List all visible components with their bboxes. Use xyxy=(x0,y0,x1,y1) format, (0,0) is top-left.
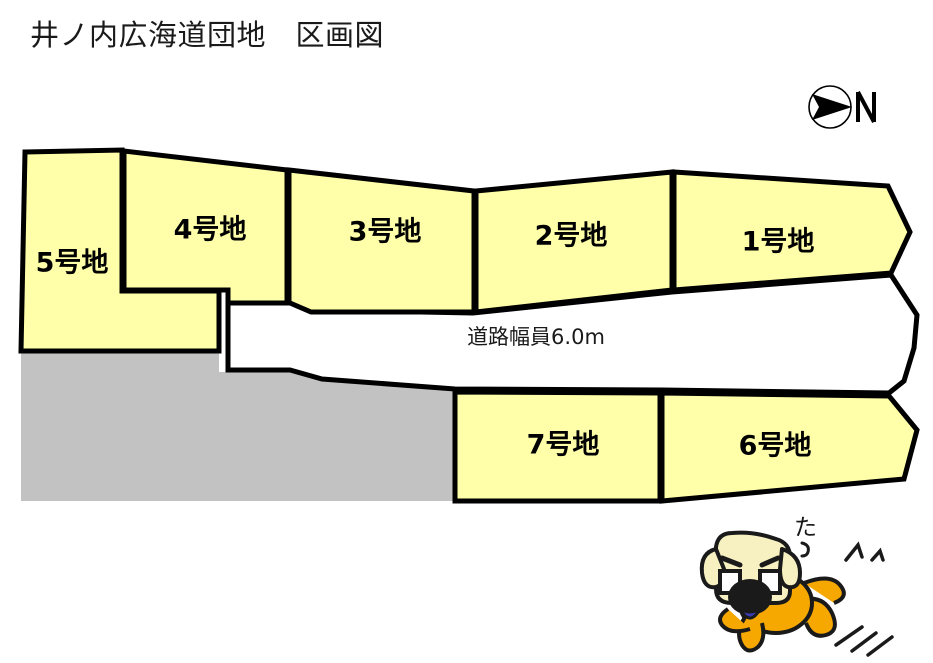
mascot-body-group xyxy=(699,530,846,653)
lot-label-7: 7号地 xyxy=(527,430,600,461)
mascot-sound-tail xyxy=(800,541,810,558)
road-width-label: 道路幅員6.0m xyxy=(467,325,605,349)
mascot-snout xyxy=(728,579,772,615)
lot-label-3: 3号地 xyxy=(349,217,422,248)
compass-arrow-icon xyxy=(812,94,852,120)
lot-polygon-1[interactable] xyxy=(671,169,913,293)
lot-label-4: 4号地 xyxy=(174,215,247,246)
lot-label-2: 2号地 xyxy=(535,221,608,252)
page-title: 井ノ内広海道団地 区画図 xyxy=(30,18,385,52)
lot-polygon-6[interactable] xyxy=(659,390,920,504)
mascot-sound-glyph: た xyxy=(794,515,817,541)
mascot-eyebrow-left xyxy=(719,555,743,568)
mascot-ear-right xyxy=(778,547,802,590)
compass-north-letter xyxy=(856,91,876,123)
mascot-jaw xyxy=(718,607,751,634)
mascot-motion-lines xyxy=(834,541,894,657)
mascot-eyebrow-right xyxy=(759,555,781,568)
mascot-tail xyxy=(803,576,846,605)
mascot-sound-text: た xyxy=(794,515,817,558)
lot-label-1: 1号地 xyxy=(742,227,815,258)
reserved-land-area xyxy=(21,353,455,501)
mascot-tongue xyxy=(735,604,765,620)
lot-label-5: 5号地 xyxy=(36,248,109,279)
compass-north-indicator xyxy=(808,85,876,129)
dog-mascot-icon: た xyxy=(699,515,894,657)
lot-label-6: 6号地 xyxy=(739,431,812,462)
